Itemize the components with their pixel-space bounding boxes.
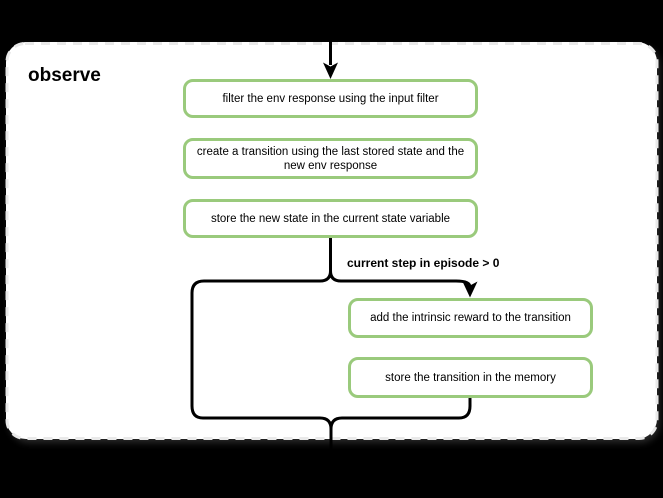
node-filter-env-response: filter the env response using the input … [183, 79, 478, 118]
connector-bypass-branch [190, 270, 333, 430]
connector-condition-branch [329, 270, 472, 288]
arrow-down-icon [462, 281, 478, 298]
node-create-transition: create a transition using the last store… [183, 138, 478, 179]
node-label: create a transition using the last store… [196, 145, 465, 172]
node-add-intrinsic-reward: add the intrinsic reward to the transiti… [348, 298, 593, 338]
node-store-new-state: store the new state in the current state… [183, 199, 478, 238]
branch-condition-label: current step in episode > 0 [347, 256, 500, 270]
connector-branch-return [329, 397, 472, 430]
node-store-transition: store the transition in the memory [348, 357, 593, 398]
node-label: add the intrinsic reward to the transiti… [370, 312, 571, 324]
group-title: observe [28, 65, 101, 86]
node-label: store the new state in the current state… [210, 212, 451, 225]
node-label: filter the env response using the input … [222, 92, 439, 105]
node-label: store the transition in the memory [385, 371, 556, 384]
arrow-down-icon [323, 62, 338, 79]
